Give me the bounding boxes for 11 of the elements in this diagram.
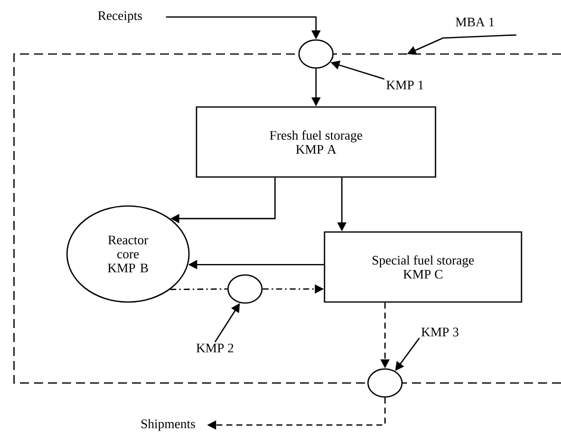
measurement-point [227, 274, 263, 304]
measurement-point [367, 368, 403, 398]
storage-box: Special fuel storage KMP C [324, 231, 522, 303]
point-label: KMP 1 [386, 80, 424, 90]
point-label: KMP 3 [421, 328, 458, 336]
measurement-point [298, 39, 334, 69]
flow-label: Shipments [141, 419, 195, 431]
flow-label: Receipts [98, 11, 142, 23]
storage-box: Fresh fuel storage KMP A [196, 106, 436, 178]
area-label: MBA 1 [456, 18, 494, 26]
point-label: KMP 2 [196, 344, 234, 352]
